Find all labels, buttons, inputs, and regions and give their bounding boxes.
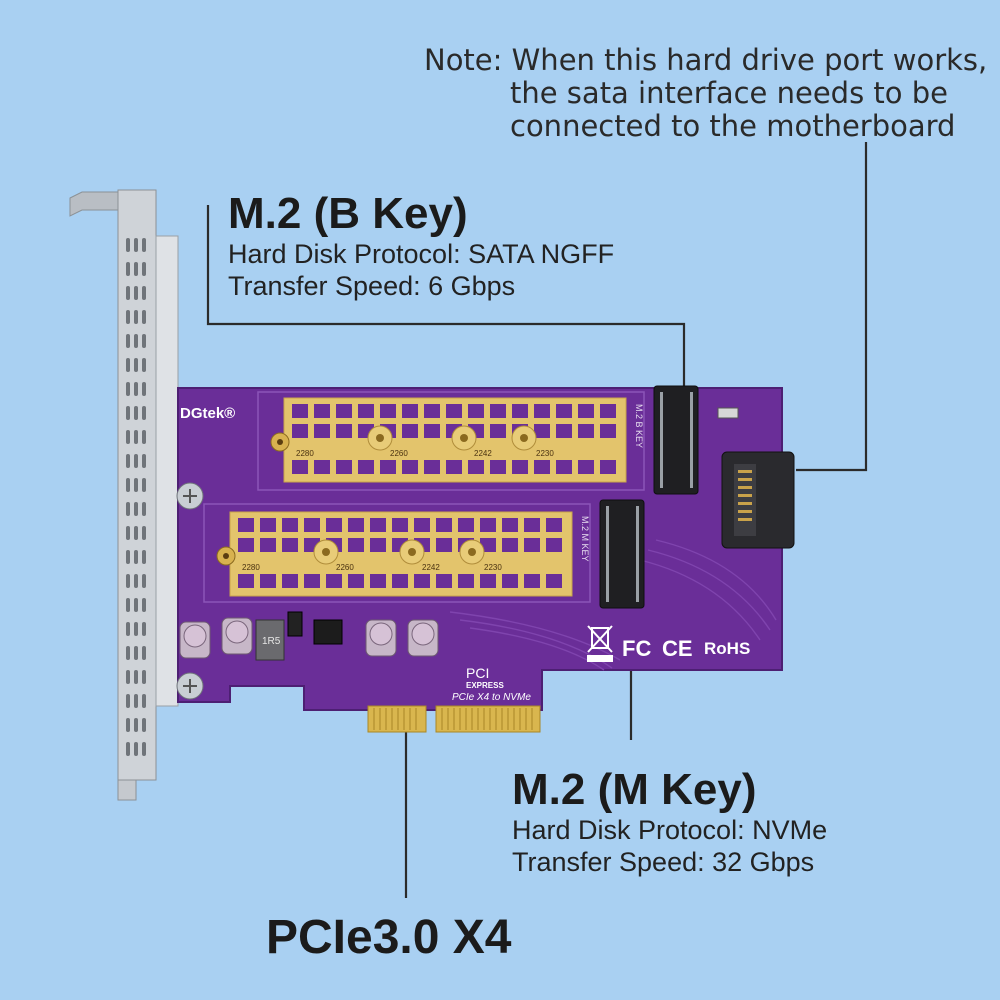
b-slot-label: M.2 B KEY bbox=[634, 404, 644, 448]
certification-marks: FC CE RoHS bbox=[587, 625, 750, 662]
m-key-speed: Transfer Speed: 32 Gbps bbox=[512, 847, 815, 877]
weee-bin-icon bbox=[587, 625, 613, 662]
b-hole-label-2280: 2280 bbox=[296, 449, 314, 458]
pcie-interface-label: PCIe3.0 X4 bbox=[266, 911, 512, 964]
pci-bracket bbox=[69, 189, 179, 801]
b-key-connector bbox=[653, 385, 699, 495]
b-key-leader bbox=[206, 205, 686, 404]
b-hole-label-2242: 2242 bbox=[474, 449, 492, 458]
b-hole-label-2230: 2230 bbox=[536, 449, 554, 458]
note-line-1: Note: When this hard drive port works, bbox=[424, 43, 988, 77]
inductor: 1R5 bbox=[255, 619, 285, 661]
pcie-edge-connector bbox=[367, 705, 541, 733]
b-slot-mount-holes bbox=[270, 425, 537, 452]
b-key-slot-area: 2280 2260 2242 2230 M.2 B KEY bbox=[257, 385, 699, 495]
m-key-connector bbox=[599, 499, 645, 609]
m-slot-label: M.2 M KEY bbox=[580, 516, 590, 562]
m-slot-mount-holes bbox=[216, 539, 485, 566]
brand-logo: DGtek® bbox=[180, 405, 235, 422]
fc-mark: FC bbox=[622, 636, 651, 661]
m-hole-label-2230: 2230 bbox=[484, 563, 502, 572]
m-hole-label-2260: 2260 bbox=[336, 563, 354, 572]
pcie-board-text: PCIe X4 to NVMe bbox=[452, 692, 531, 703]
ic-chips bbox=[287, 611, 343, 645]
smd-resistor bbox=[717, 407, 739, 419]
m-hole-label-2280: 2280 bbox=[242, 563, 260, 572]
b-key-protocol: Hard Disk Protocol: SATA NGFF bbox=[228, 239, 615, 269]
m-key-slot-area: 2280 2260 2242 2230 M.2 M KEY bbox=[203, 499, 645, 609]
m-hole-label-2242: 2242 bbox=[422, 563, 440, 572]
b-key-callout: M.2 (B Key) Hard Disk Protocol: SATA NGF… bbox=[228, 190, 614, 302]
capacitors bbox=[179, 617, 439, 659]
b-key-title: M.2 (B Key) bbox=[228, 189, 468, 238]
rohs-mark: RoHS bbox=[704, 639, 750, 658]
pci-logo-text: PCI bbox=[466, 665, 489, 681]
note-line-3: connected to the motherboard bbox=[510, 109, 956, 143]
pci-logo-sub: EXPRESS bbox=[466, 681, 504, 690]
bracket-screws bbox=[176, 482, 204, 700]
ce-mark: CE bbox=[662, 636, 693, 661]
b-hole-label-2260: 2260 bbox=[390, 449, 408, 458]
m-key-protocol: Hard Disk Protocol: NVMe bbox=[512, 815, 828, 845]
b-key-speed: Transfer Speed: 6 Gbps bbox=[228, 271, 516, 301]
note-line-2: the sata interface needs to be bbox=[510, 76, 948, 110]
sata-leader bbox=[796, 142, 868, 472]
bracket-vents bbox=[126, 238, 146, 756]
m-key-callout: M.2 (M Key) Hard Disk Protocol: NVMe Tra… bbox=[512, 766, 827, 878]
pci-express-logo: PCI EXPRESS PCIe X4 to NVMe bbox=[452, 665, 531, 703]
m-key-title: M.2 (M Key) bbox=[512, 765, 757, 814]
sata-connector bbox=[717, 407, 795, 549]
inductor-label: 1R5 bbox=[262, 636, 281, 647]
sata-note: Note: When this hard drive port works, t… bbox=[424, 44, 987, 143]
